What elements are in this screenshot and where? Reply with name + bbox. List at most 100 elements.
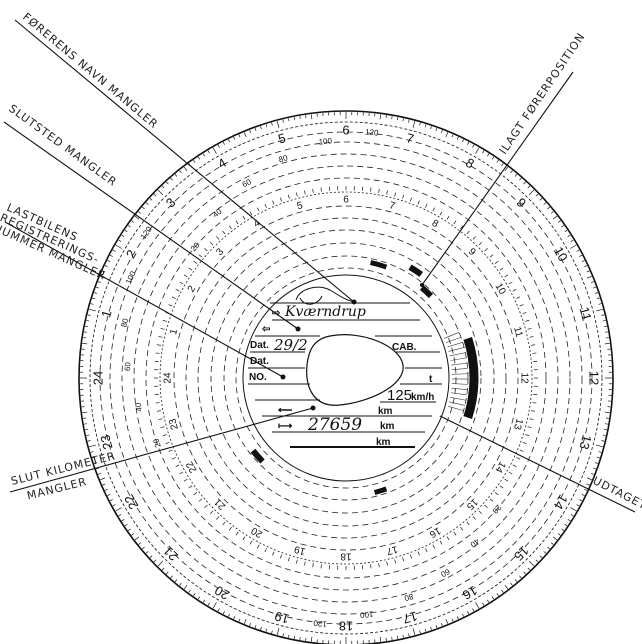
minute-tick bbox=[249, 129, 252, 134]
minute-tick bbox=[88, 444, 96, 448]
minute-tick bbox=[145, 202, 149, 205]
speed-ring bbox=[210, 242, 482, 514]
minute-tick bbox=[127, 528, 131, 531]
minute-tick bbox=[472, 608, 475, 612]
minute-tick bbox=[166, 181, 169, 185]
km-start-arrow: ⟵ bbox=[278, 405, 292, 416]
minute-tick bbox=[567, 234, 571, 237]
minute-tick bbox=[87, 314, 91, 316]
minute-tick bbox=[501, 163, 504, 167]
minute-tick bbox=[90, 451, 94, 453]
minute-tick bbox=[174, 579, 178, 582]
speed-scale-label: 20 bbox=[490, 503, 503, 516]
outer-hour-label: 8 bbox=[463, 155, 477, 172]
minute-tick bbox=[138, 542, 142, 545]
inner-tick bbox=[198, 254, 203, 258]
minute-tick bbox=[265, 124, 268, 128]
speed-trace-line bbox=[449, 352, 466, 357]
inner-tick bbox=[531, 410, 536, 412]
label-end-place-missing: SLUTSTED MANGLER bbox=[6, 102, 119, 189]
minute-tick bbox=[408, 119, 410, 123]
minute-tick bbox=[134, 215, 140, 220]
minute-tick bbox=[467, 611, 470, 615]
inner-tick bbox=[394, 192, 397, 197]
minute-tick bbox=[157, 560, 164, 567]
minute-tick bbox=[504, 166, 509, 172]
minute-tick bbox=[94, 292, 98, 294]
minute-tick bbox=[594, 462, 598, 464]
minute-tick bbox=[535, 559, 539, 563]
minute-tick bbox=[131, 220, 135, 223]
minute-tick bbox=[510, 170, 513, 174]
minute-tick bbox=[265, 628, 268, 632]
minute-tick bbox=[379, 114, 382, 120]
minute-tick bbox=[153, 559, 157, 563]
minute-tick bbox=[528, 189, 535, 196]
inner-hour-label: 15 bbox=[464, 496, 480, 512]
minute-tick bbox=[202, 599, 205, 603]
inner-hour-label: 7 bbox=[388, 200, 397, 212]
outer-hour-label: 20 bbox=[212, 583, 232, 603]
minute-tick bbox=[504, 584, 509, 590]
minute-tick bbox=[207, 150, 210, 154]
inner-hour-label: 17 bbox=[385, 543, 399, 557]
minute-tick bbox=[83, 423, 88, 425]
minute-tick bbox=[440, 622, 443, 627]
km-unit-2: km bbox=[380, 421, 395, 432]
inner-tick bbox=[165, 441, 170, 444]
inner-tick bbox=[242, 536, 246, 541]
inner-tick bbox=[257, 207, 260, 212]
km-end-arrow: ⟼ bbox=[278, 421, 293, 432]
activity-block bbox=[419, 285, 434, 299]
inner-tick bbox=[519, 304, 524, 307]
inner-tick bbox=[249, 540, 253, 545]
activity-block bbox=[250, 448, 265, 464]
inner-tick bbox=[162, 319, 167, 322]
minute-tick bbox=[543, 551, 547, 554]
minute-tick bbox=[396, 635, 399, 639]
minute-tick bbox=[102, 483, 106, 486]
minute-tick bbox=[100, 477, 106, 481]
minute-tick bbox=[233, 616, 236, 620]
inner-tick bbox=[235, 531, 239, 536]
minute-tick bbox=[254, 625, 257, 629]
minute-tick bbox=[462, 139, 464, 143]
inner-tick bbox=[522, 312, 527, 315]
inner-tick bbox=[370, 564, 372, 569]
inner-tick bbox=[249, 211, 253, 216]
minute-tick bbox=[124, 523, 128, 527]
minute-tick bbox=[576, 504, 580, 507]
speed-trace-line bbox=[447, 342, 463, 348]
minute-tick bbox=[557, 533, 561, 536]
minute-tick bbox=[586, 270, 590, 273]
minute-tick bbox=[419, 122, 421, 126]
minute-tick bbox=[586, 483, 590, 486]
minute-tick bbox=[222, 611, 225, 615]
minute-tick bbox=[402, 118, 404, 122]
inner-tick bbox=[155, 352, 160, 354]
inner-hour-label: 6 bbox=[343, 195, 349, 206]
minute-tick bbox=[581, 494, 585, 496]
minute-tick bbox=[288, 634, 290, 638]
inner-tick bbox=[183, 478, 188, 482]
minute-tick bbox=[496, 593, 499, 597]
inner-hour-label: 18 bbox=[340, 550, 352, 561]
minute-tick bbox=[445, 618, 449, 624]
inner-tick bbox=[228, 225, 232, 230]
minute-tick bbox=[161, 185, 165, 189]
minute-tick bbox=[222, 141, 225, 145]
minute-tick bbox=[271, 122, 273, 126]
label-registration-missing: LASTBILENS REGISTRERINGS- NUMMER MANGLER bbox=[0, 201, 108, 283]
minute-tick bbox=[212, 147, 217, 154]
inner-tick bbox=[460, 225, 464, 230]
inner-tick bbox=[188, 267, 193, 271]
inner-tick bbox=[425, 548, 428, 553]
inner-tick bbox=[155, 402, 160, 404]
inner-tick bbox=[417, 200, 420, 205]
center-hole bbox=[306, 334, 404, 406]
minute-tick bbox=[104, 265, 108, 268]
minute-tick bbox=[412, 628, 416, 636]
outer-hour-label: 14 bbox=[551, 492, 571, 512]
minute-tick bbox=[92, 456, 96, 459]
minute-tick bbox=[586, 275, 592, 279]
